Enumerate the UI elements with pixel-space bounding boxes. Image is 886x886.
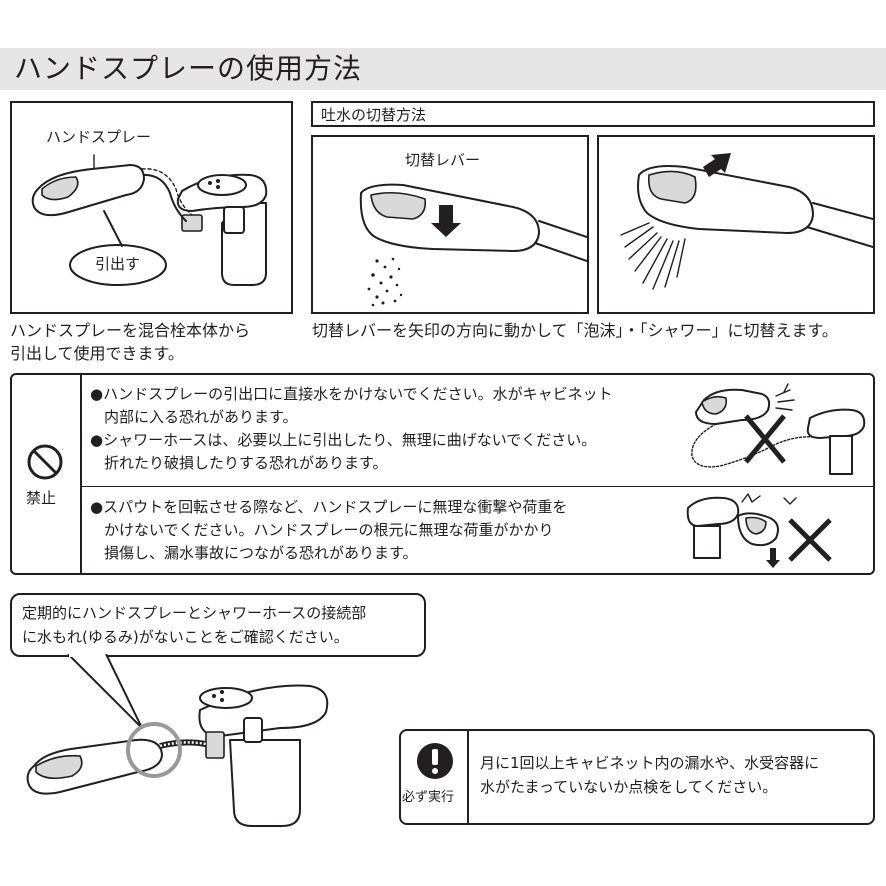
bubble-line2: に水もれ(ゆるみ)がないことをご確認ください。	[22, 628, 349, 646]
prohibition-item3-line3: 損傷し、漏水事故につながる恐れがあります。	[104, 544, 418, 562]
mandatory-divider	[467, 731, 469, 823]
mandatory-line2: 水がたまっていないか点検をしてください。	[480, 778, 778, 796]
switch-section-title: 吐水の切替方法	[321, 106, 427, 124]
prohibition-item1-line1: ●ハンドスプレーの引出口に直接水をかけないでください。水がキャビネット	[90, 385, 613, 403]
mandatory-box	[399, 729, 875, 825]
bubble-line1: 定期的にハンドスプレーとシャワーホースの接続部	[22, 604, 367, 622]
pullout-faucet-illustration	[31, 154, 268, 286]
lever-foam-illustration	[359, 183, 588, 307]
title-band	[0, 48, 886, 90]
prohibition-item2-line2: 折れたり破損したりする恐れがあります。	[104, 454, 388, 472]
hose-connection-illustration	[26, 684, 329, 827]
prohibition-item3-line2: かけないでください。ハンドスプレーの根元に無理な荷重がかかり	[104, 521, 554, 539]
pullout-caption-line2: 引出して使用できます。	[10, 344, 184, 363]
prohibition-item2-line1: ●シャワーホースは、必要以上に引出したり、無理に曲げないでください。	[90, 431, 597, 449]
hand-spray-label: ハンドスプレー	[46, 128, 152, 146]
page-title: ハンドスプレーの使用方法	[14, 52, 363, 85]
lever-shower-illustration	[620, 153, 874, 290]
pullout-illustration-panel	[10, 101, 293, 314]
pullout-caption-line1: ハンドスプレーを混合栓本体から	[10, 321, 251, 340]
inspection-speech-bubble	[10, 593, 426, 657]
no-impact-on-spray-illustration	[686, 493, 832, 568]
exclamation-circle-icon	[417, 743, 453, 779]
switch-section-header: 吐水の切替方法	[311, 101, 875, 127]
no-water-on-outlet-illustration	[691, 383, 866, 475]
prohibition-item3-line1: ●スパウトを回転させる際など、ハンドスプレーに無理な衝撃や荷重を	[90, 498, 568, 516]
switch-lever-label: 切替レバー	[405, 151, 481, 169]
lever-foam-panel	[311, 135, 589, 314]
prohibition-item1-line2: 内部に入る恐れがあります。	[104, 408, 298, 426]
lever-shower-panel	[597, 135, 875, 314]
mandatory-label: 必ず実行	[402, 790, 455, 805]
prohibited-circle-icon	[27, 444, 63, 480]
pull-out-label: 引出す	[95, 255, 141, 273]
prohibition-divider	[80, 375, 82, 573]
mandatory-line1: 月に1回以上キャビネット内の漏水や、水受容器に	[480, 754, 820, 772]
prohibition-label: 禁止	[26, 489, 57, 507]
prohibition-row-divider	[82, 486, 873, 487]
switch-caption: 切替レバーを矢印の方向に動かして「泡沫」・「シャワー」に切替えます。	[312, 321, 838, 340]
